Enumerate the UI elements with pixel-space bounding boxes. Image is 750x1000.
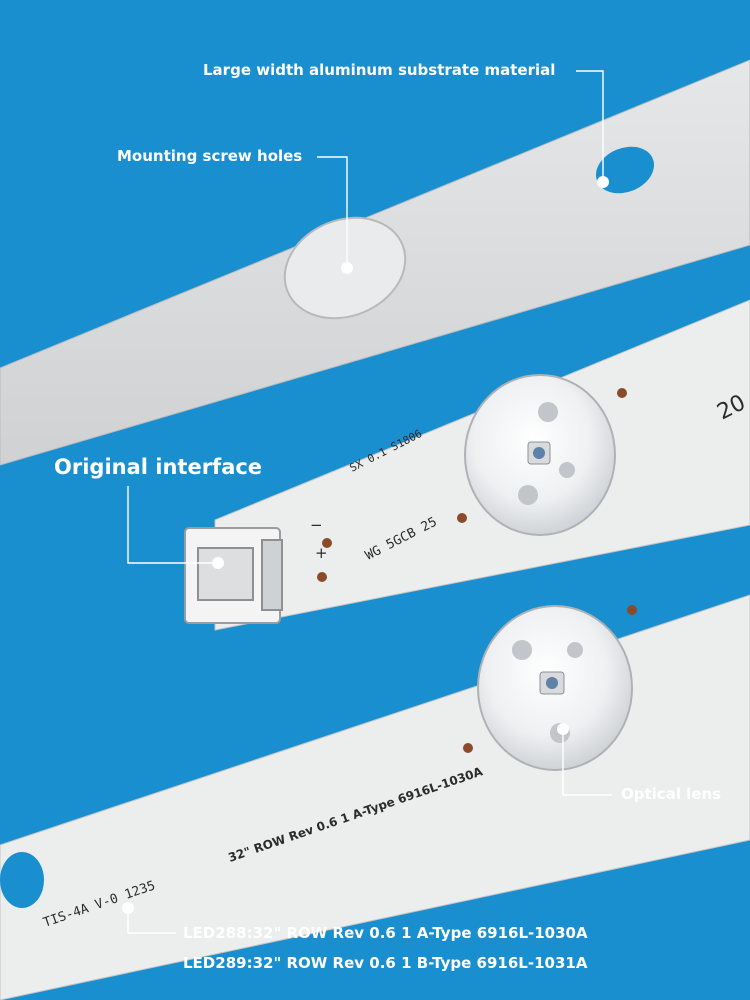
substrate-callout: Large width aluminum substrate material (203, 61, 556, 79)
led-pad-dot (627, 605, 637, 615)
leader-dots (122, 176, 609, 914)
led-pad-dot (617, 388, 627, 398)
screw-leader (317, 156, 348, 268)
interface-callout: Original interface (54, 455, 263, 479)
led-pad-dot (463, 743, 473, 753)
mounting-screw-hole (595, 146, 655, 194)
strip-mount-hole (0, 852, 44, 908)
connector (184, 527, 283, 624)
optical-lens-lower (477, 605, 633, 771)
minus-mark: − (310, 516, 323, 534)
lens-leader (562, 729, 612, 796)
model-line-led288: LED288:32" ROW Rev 0.6 1 A-Type 6916L-10… (183, 924, 588, 942)
lens-dot (557, 723, 569, 735)
led-pad-dot (322, 538, 332, 548)
plus-mark: + (315, 544, 328, 562)
substrate-leader (576, 70, 604, 182)
led-pad-dot (317, 572, 327, 582)
optical-lens-upper (464, 374, 616, 536)
interface-leader (127, 486, 218, 564)
led-pad-dot (457, 513, 467, 523)
model-leader (127, 908, 176, 934)
screw-holes-callout: Mounting screw holes (117, 147, 303, 165)
leader-lines (127, 70, 612, 934)
model-line-led289: LED289:32" ROW Rev 0.6 1 B-Type 6916L-10… (183, 954, 588, 972)
led-strip-upper: WG 5GCB 25 SX 0.1 S1806 20 − + (184, 299, 750, 631)
interface-dot (212, 557, 224, 569)
lens-callout: Optical lens (621, 785, 722, 803)
aluminum-substrate-strip (0, 59, 750, 466)
substrate-dot (597, 176, 609, 188)
screw-dot (341, 262, 353, 274)
model-dot (122, 902, 134, 914)
led-strip-lower: 32" ROW Rev 0.6 1 A-Type 6916L-1030A TIS… (0, 594, 750, 1000)
